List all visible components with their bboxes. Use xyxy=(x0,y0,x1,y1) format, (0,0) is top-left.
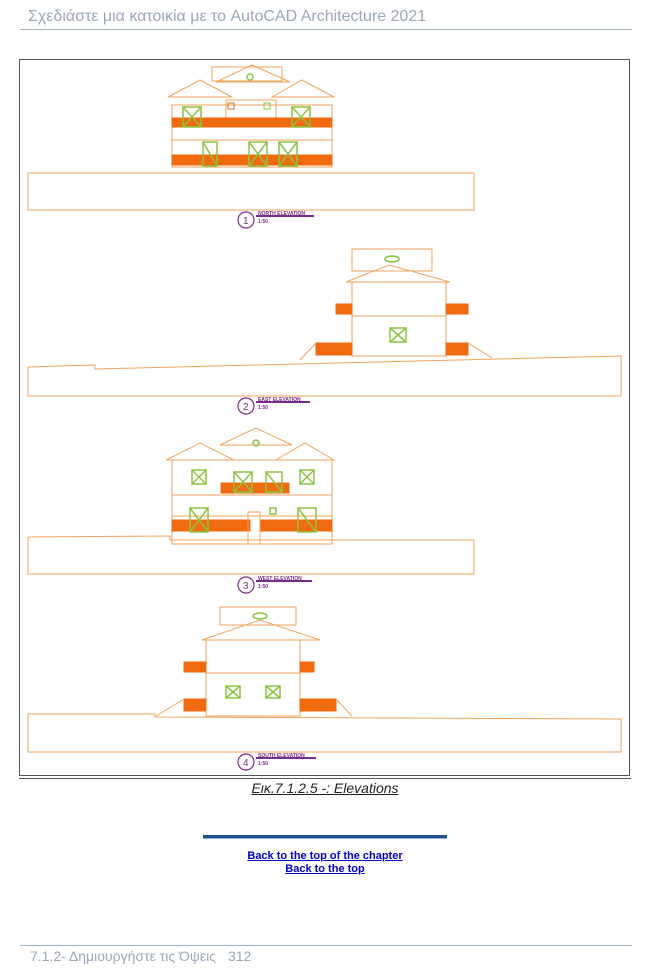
back-to-chapter-top-link[interactable]: Back to the top of the chapter xyxy=(247,850,403,862)
elevation-label-2: 2 EAST ELEVATION 1:50 xyxy=(237,397,310,415)
elevations-drawing: 1 NORTH ELEVATION 1:50 2 EAST ELEVATION … xyxy=(27,64,622,771)
west-elevation-drawing xyxy=(27,427,475,575)
footer-divider xyxy=(20,945,632,946)
svg-text:EAST ELEVATION: EAST ELEVATION xyxy=(258,397,301,403)
elevations-figure: 1 NORTH ELEVATION 1:50 2 EAST ELEVATION … xyxy=(19,59,630,776)
page-number: 312 xyxy=(227,948,252,964)
north-elevation-drawing xyxy=(27,64,475,211)
header-divider xyxy=(20,29,632,30)
svg-text:SOUTH ELEVATION: SOUTH ELEVATION xyxy=(258,753,305,759)
svg-text:3: 3 xyxy=(243,581,249,592)
page-header-title: Σχεδιάστε μια κατοικία με το AutoCAD Arc… xyxy=(28,8,427,25)
east-elevation-drawing xyxy=(27,248,622,397)
figure-caption: Εικ.7.1.2.5 -: Elevations xyxy=(251,780,399,796)
page-footer: 7.1.2- Δημιουργήστε τις Όψεις 312 xyxy=(30,948,251,964)
south-elevation-drawing xyxy=(27,606,622,753)
svg-text:1:50: 1:50 xyxy=(258,219,268,225)
back-to-top-link[interactable]: Back to the top xyxy=(285,863,365,875)
svg-text:1: 1 xyxy=(243,216,249,227)
svg-text:1:50: 1:50 xyxy=(258,405,268,411)
svg-text:WEST ELEVATION: WEST ELEVATION xyxy=(258,576,302,582)
section-divider xyxy=(203,835,447,839)
elevation-label-4: 4 SOUTH ELEVATION 1:50 xyxy=(237,753,316,771)
svg-text:2: 2 xyxy=(243,402,249,413)
figure-bottom-rule xyxy=(19,778,631,779)
elevation-label-1: 1 NORTH ELEVATION 1:50 xyxy=(237,211,314,229)
svg-text:1:50: 1:50 xyxy=(258,761,268,767)
elevation-label-3: 3 WEST ELEVATION 1:50 xyxy=(237,576,312,594)
svg-text:NORTH ELEVATION: NORTH ELEVATION xyxy=(258,211,305,217)
svg-text:4: 4 xyxy=(243,758,249,769)
footer-section-title: 7.1.2- Δημιουργήστε τις Όψεις xyxy=(30,948,216,964)
svg-text:1:50: 1:50 xyxy=(258,584,268,590)
